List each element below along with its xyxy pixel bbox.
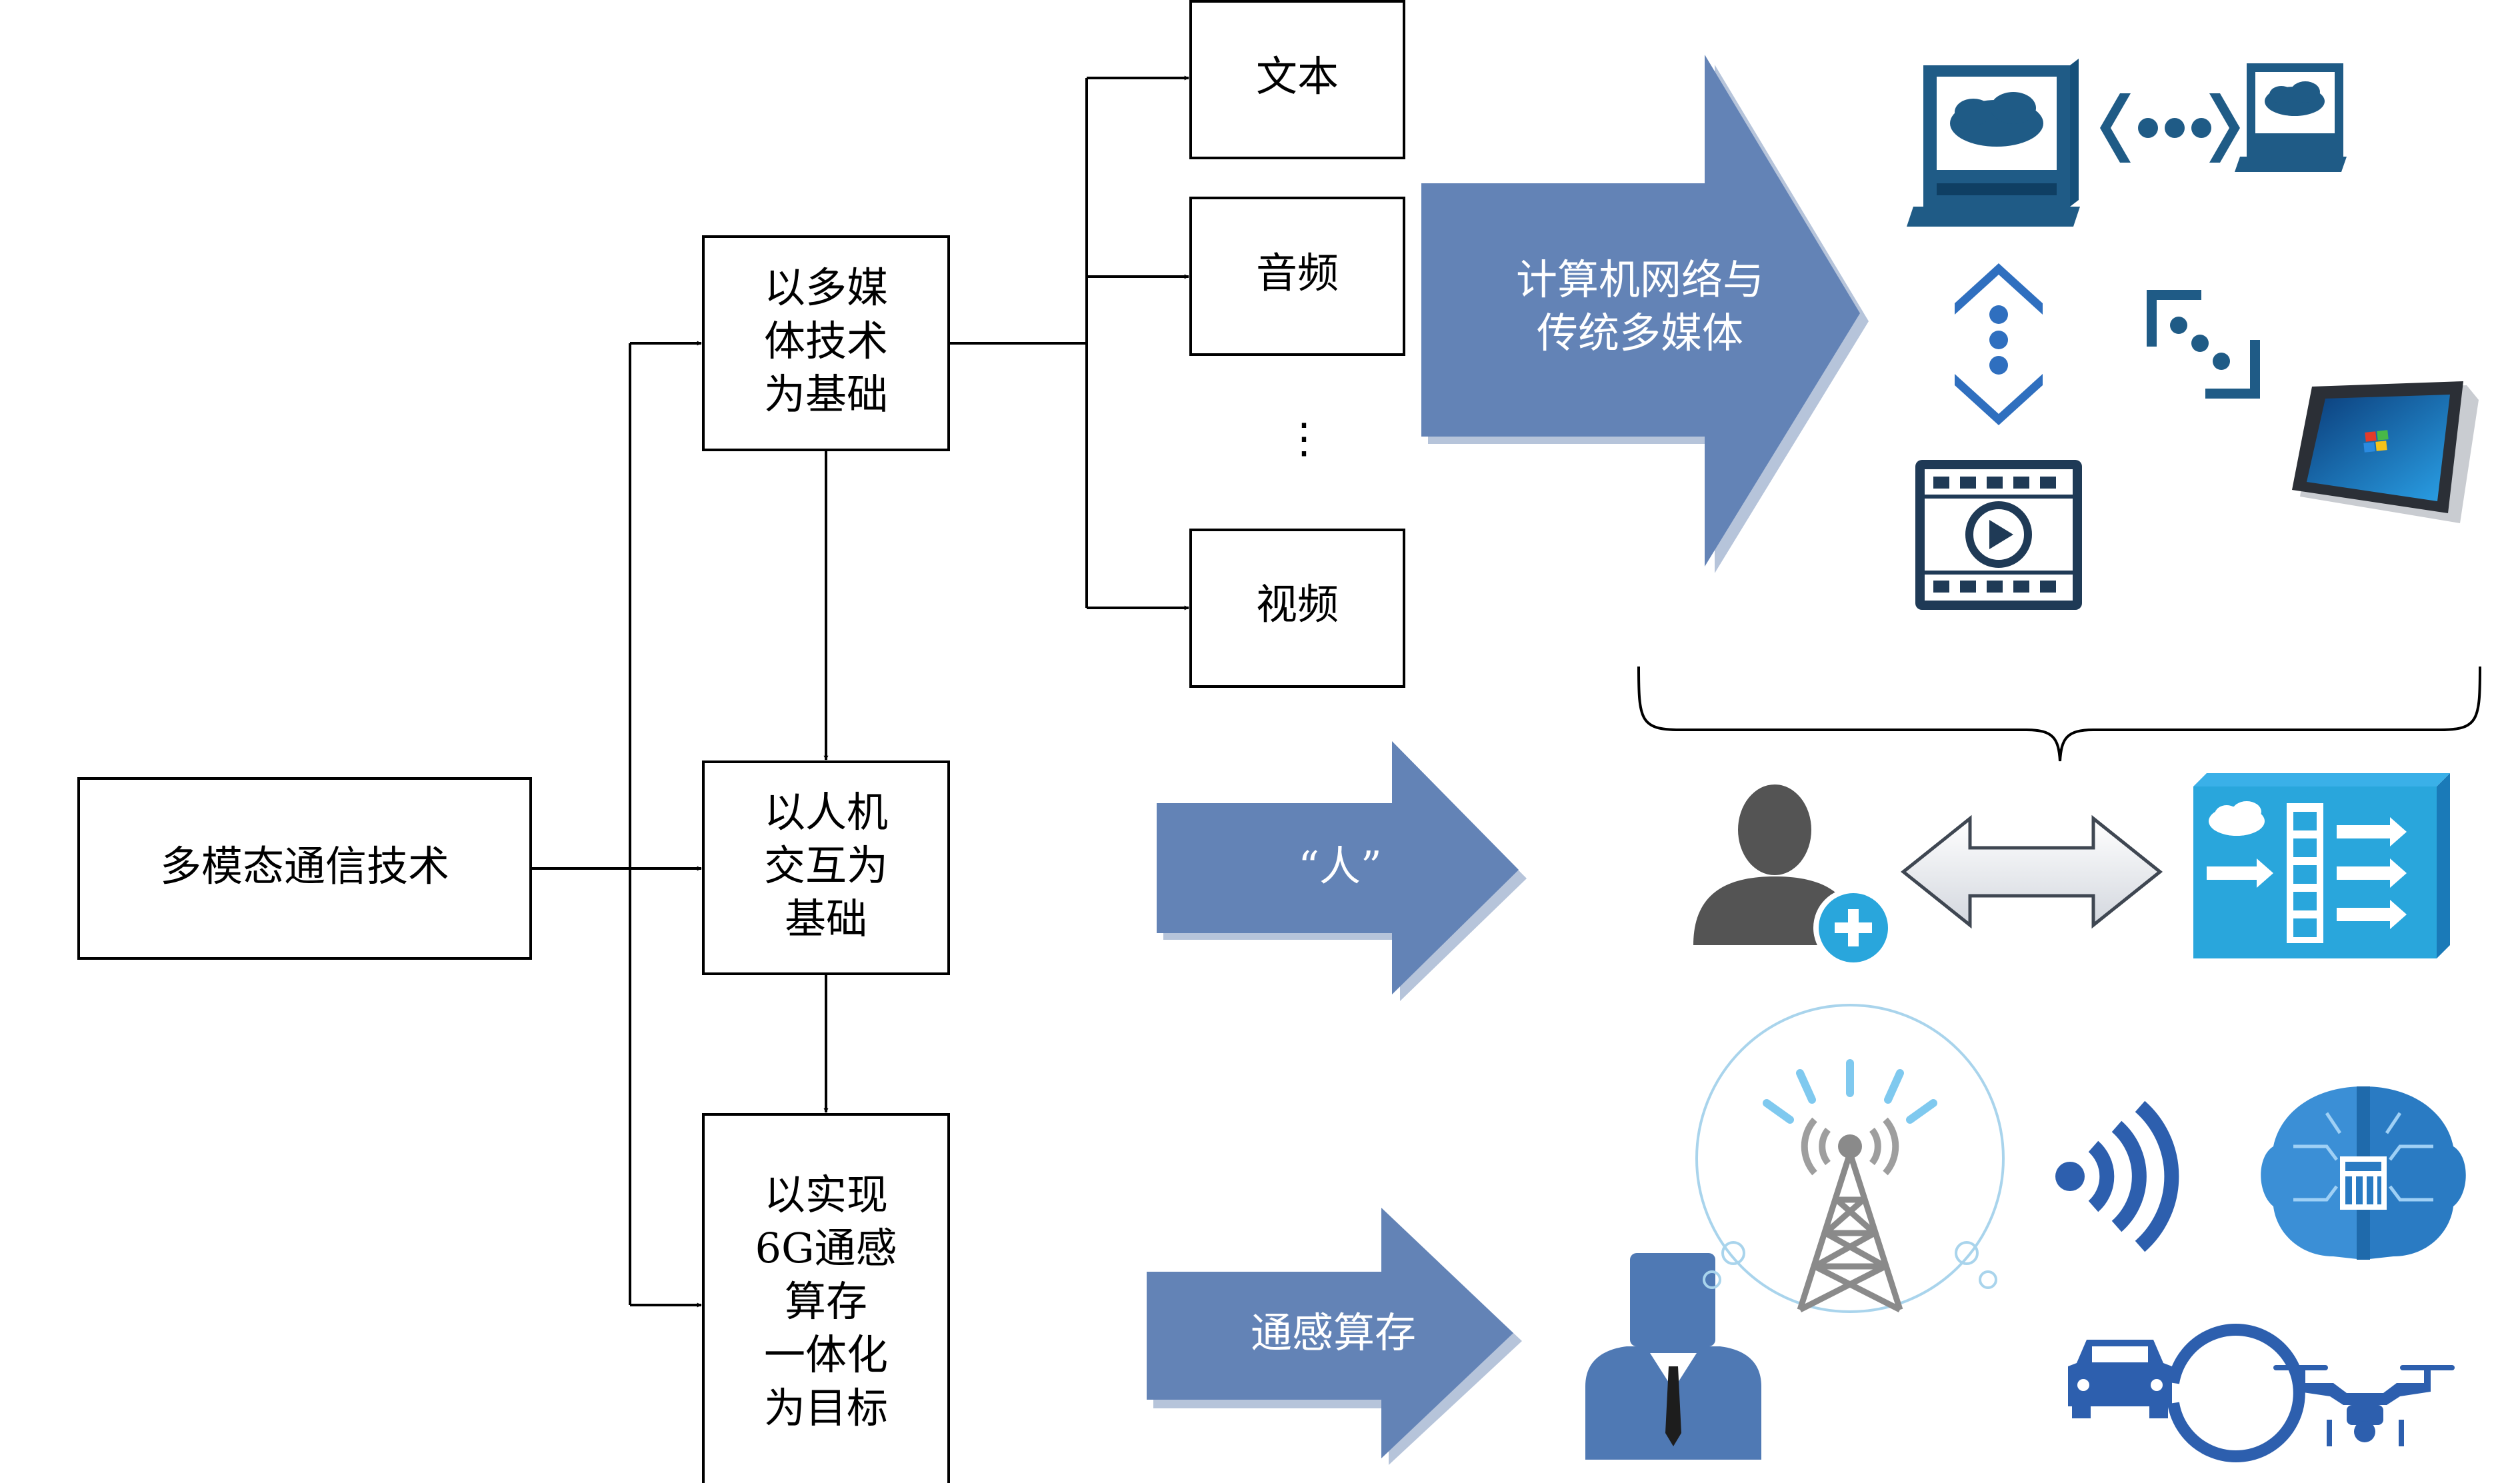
big-arrow-1 xyxy=(1421,55,1860,567)
branch2-line1: 以人机 xyxy=(764,788,888,836)
big-arrows: 计算机网络与 传统多媒体 “人” 通感算存 xyxy=(1147,55,1869,1465)
big-arrow-3 xyxy=(1147,1208,1513,1458)
drone-icon xyxy=(2273,1365,2455,1446)
media-video-label: 视频 xyxy=(1256,580,1339,629)
small-computer-icon xyxy=(2235,63,2347,172)
icons-row-3 xyxy=(1585,1004,2466,1462)
branch2-line3: 基础 xyxy=(785,894,867,943)
big-arrow-1-line2: 传统多媒体 xyxy=(1537,309,1743,357)
big-arrow-2-label: “人” xyxy=(1298,842,1381,890)
icons-row-2 xyxy=(1693,773,2450,968)
branch1-line2: 体技术 xyxy=(764,317,888,365)
branch1-line3: 为基础 xyxy=(764,370,888,419)
media-box-text xyxy=(1189,0,1405,159)
big-arrow-3-label: 通感算存 xyxy=(1251,1308,1416,1357)
branch-box-hci xyxy=(702,760,950,975)
cell-tower-icon xyxy=(1695,1004,2005,1313)
media-box-video xyxy=(1189,529,1405,688)
media-text-label: 文本 xyxy=(1256,52,1339,101)
media-audio-label: 音频 xyxy=(1256,249,1339,297)
branch3-line2: 6G通感 xyxy=(755,1224,897,1272)
branch-box-6g xyxy=(702,1113,950,1483)
branch3-line5: 为目标 xyxy=(764,1384,888,1432)
root-label: 多模态通信技术 xyxy=(160,842,449,890)
video-player-icon xyxy=(1915,460,2082,610)
desktop-computer-icon xyxy=(1907,59,2080,227)
vertical-dots-icon xyxy=(1955,263,2043,425)
media-ellipsis: ⋮ xyxy=(1283,414,1325,463)
branch3-line4: 一体化 xyxy=(764,1330,888,1379)
double-arrow-icon xyxy=(1900,814,2163,929)
flowchart: 多模态通信技术 以多媒 体技术 为基础 以人机 交互为 基础 以实现 6G通感 … xyxy=(77,0,1405,1483)
bidirectional-dots-icon xyxy=(2100,93,2240,163)
ai-brain-icon xyxy=(2261,1086,2466,1260)
icons-row-1 xyxy=(1637,59,2481,762)
root-box xyxy=(77,777,532,960)
wireless-signal-icon xyxy=(2055,1100,2179,1252)
multimedia-switch-icon xyxy=(2193,773,2450,958)
branch3-line3: 算存 xyxy=(785,1277,867,1326)
person-icon xyxy=(1585,1253,1761,1460)
branch3-line1: 以实现 xyxy=(764,1170,888,1219)
user-add-icon xyxy=(1693,784,1893,968)
big-arrow-1-line1: 计算机网络与 xyxy=(1516,255,1764,304)
brace xyxy=(1637,666,2481,762)
branch1-line1: 以多媒 xyxy=(764,263,888,312)
big-arrow-2 xyxy=(1157,741,1519,994)
branch2-line2: 交互为 xyxy=(764,841,888,890)
tablet-icon xyxy=(2292,381,2479,523)
media-box-audio xyxy=(1189,197,1405,356)
vehicle-icon xyxy=(2068,1324,2305,1462)
diagonal-dots-icon xyxy=(2147,290,2260,399)
